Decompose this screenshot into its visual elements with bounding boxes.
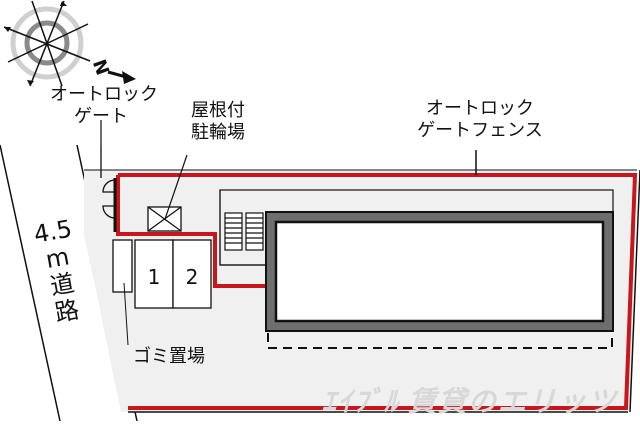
parking-slots xyxy=(134,239,212,309)
covered-bicycle-parking-label: 屋根付 駐輪場 xyxy=(191,100,245,143)
balcony-outline xyxy=(267,333,613,349)
covered-bicycle-parking xyxy=(147,206,182,232)
stairs-icon xyxy=(224,212,264,251)
parking-slot-1-label: 1 xyxy=(147,265,161,289)
autolock-gate-label-line2: ゲート xyxy=(74,106,128,127)
autolock-gate-label: オートロック xyxy=(50,84,158,105)
parking-slot-2-label: 2 xyxy=(185,265,199,289)
autolock-gate-icon xyxy=(100,145,117,232)
compass-rose-icon xyxy=(3,0,91,87)
building xyxy=(265,211,614,332)
garbage-area-label: ゴミ置場 xyxy=(133,346,205,367)
autolock-gate-fence-label: オートロック ゲートフェンス xyxy=(417,98,543,141)
north-arrow-icon: N xyxy=(88,57,136,84)
autolock-gate-fence xyxy=(116,173,638,410)
garbage-area xyxy=(112,239,133,293)
svg-text:N: N xyxy=(88,57,113,78)
watermark: ｴｲﾌﾞﾙ賃貸のエリッツ xyxy=(322,380,618,420)
watermark-logo: ｴｲﾌﾞﾙ xyxy=(322,385,401,418)
watermark-text: 賃貸のエリッツ xyxy=(408,385,619,418)
